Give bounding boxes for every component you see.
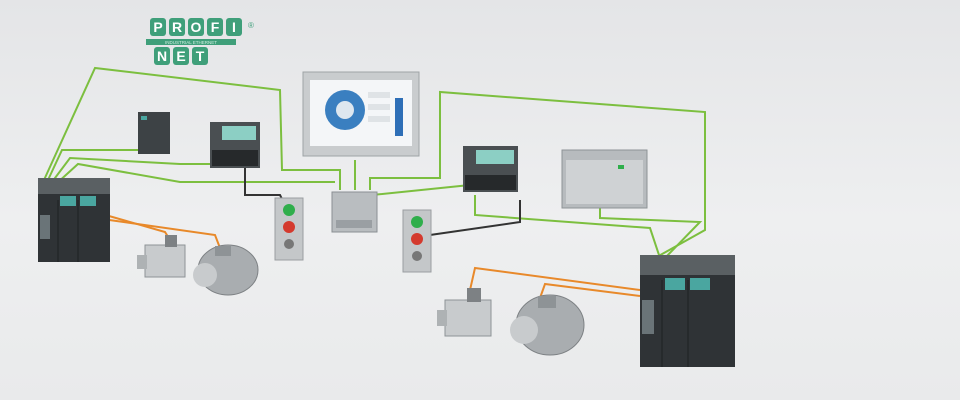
cable-drive-to-plc — [47, 149, 140, 181]
logo-letter: O — [191, 19, 202, 35]
logo-tile — [169, 18, 185, 36]
cable-drive-motor-left — [94, 217, 221, 249]
cable-switch-to-io-right — [371, 183, 471, 196]
drive-left[interactable] — [38, 178, 110, 262]
svg-text:®: ® — [248, 21, 254, 30]
io-station-right[interactable] — [463, 146, 518, 192]
logo-bar — [146, 39, 236, 45]
logo-tile — [173, 47, 189, 65]
logo-letter: I — [232, 19, 236, 35]
logo-tile — [207, 18, 223, 36]
logo-letter: R — [172, 19, 182, 35]
cable-drive-servo-right — [469, 266, 641, 291]
logo-letter: F — [211, 19, 220, 35]
servo-motor-right[interactable] — [437, 288, 492, 337]
servo-motor-left[interactable] — [137, 235, 186, 278]
logo-letter: N — [157, 48, 167, 64]
logo-tile — [150, 18, 166, 36]
button-station-left[interactable] — [274, 197, 304, 261]
logo-letter: P — [153, 19, 162, 35]
hmi-panel[interactable] — [302, 71, 420, 157]
induction-motor-left[interactable] — [193, 244, 259, 296]
logo-tile — [192, 47, 208, 65]
induction-motor-right[interactable] — [510, 294, 585, 356]
logo-tile — [226, 18, 242, 36]
logo-tile — [154, 47, 170, 65]
svg-text:INDUSTRIAL ETHERNET: INDUSTRIAL ETHERNET — [165, 40, 217, 45]
plc-large[interactable] — [561, 149, 648, 209]
logo-letter: E — [176, 48, 185, 64]
logo-letter: T — [196, 48, 205, 64]
button-station-right[interactable] — [402, 209, 432, 273]
cable-io-to-button-right — [429, 200, 521, 236]
cable-drive-motor-right — [539, 282, 641, 299]
cable-hmi-to-drive-right — [369, 90, 706, 259]
plc-small[interactable] — [138, 112, 170, 154]
logo-tile — [188, 18, 204, 36]
drive-right[interactable] — [640, 255, 735, 367]
cable-plc-to-drive-right — [599, 205, 703, 259]
network-switch[interactable] — [331, 191, 378, 233]
drive-cables — [94, 211, 641, 299]
io-station-left[interactable] — [210, 122, 260, 168]
cable-drive-to-switch — [55, 162, 335, 185]
cable-io-to-drive-right — [474, 195, 661, 259]
cable-drive-to-hmi — [43, 66, 341, 190]
